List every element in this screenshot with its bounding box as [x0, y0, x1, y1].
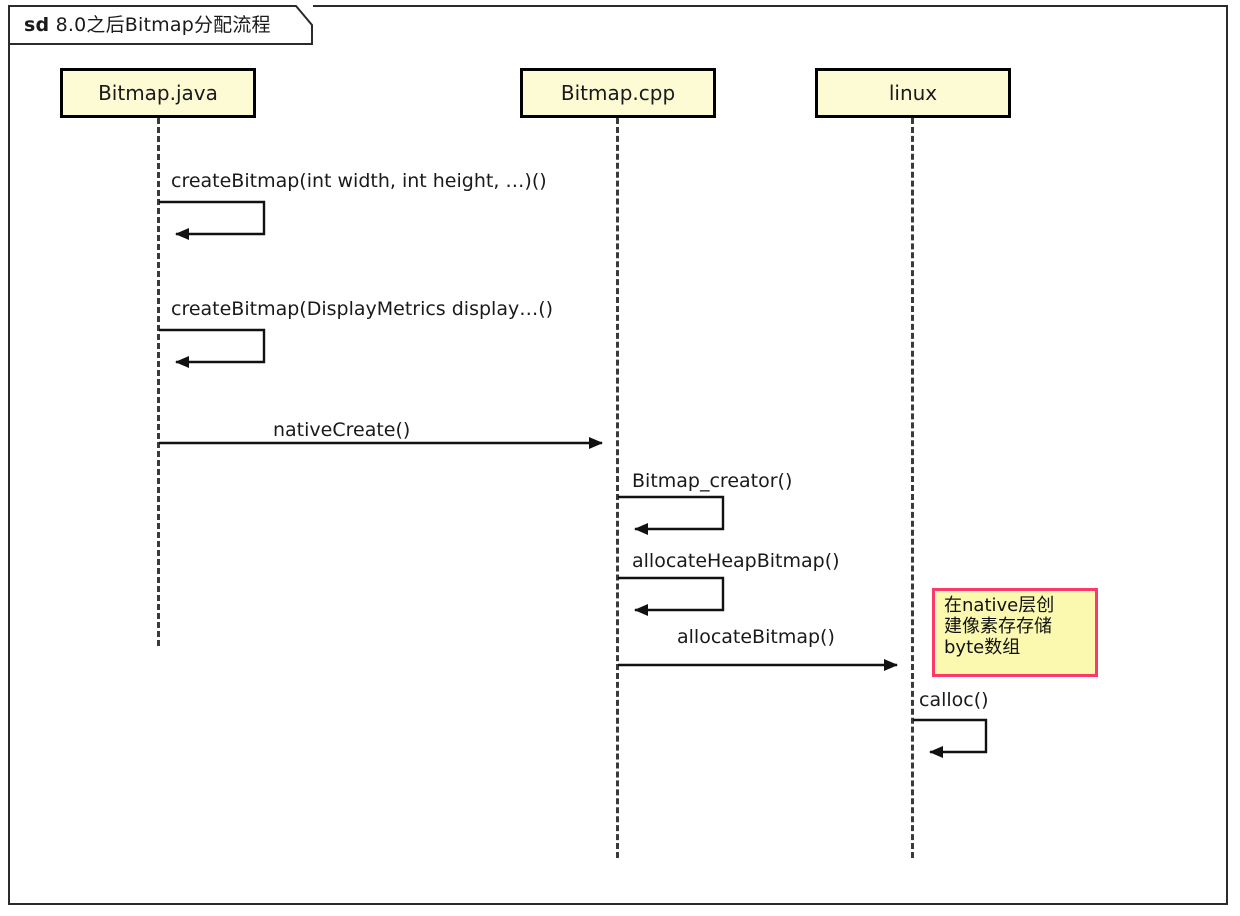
lifeline-label: linux — [888, 81, 938, 105]
frame-title-tab: sd 8.0之后Bitmap分配流程 — [8, 5, 313, 45]
title-tab-shape — [8, 5, 313, 45]
title-label: 8.0之后Bitmap分配流程 — [55, 14, 271, 36]
message-label-native-create: nativeCreate() — [273, 419, 411, 441]
lifeline-stem-bitmap-java — [157, 118, 160, 646]
lifeline-head-bitmap-java[interactable]: Bitmap.java — [60, 68, 256, 118]
message-label-allocate-heap-bitmap: allocateHeapBitmap() — [632, 550, 840, 572]
lifeline-stem-linux — [911, 118, 914, 858]
lifeline-stem-bitmap-cpp — [616, 118, 619, 858]
title-keyword: sd — [24, 14, 50, 36]
message-label-calloc: calloc() — [919, 689, 989, 711]
lifeline-label: Bitmap.java — [98, 81, 218, 105]
lifeline-head-bitmap-cpp[interactable]: Bitmap.cpp — [520, 68, 716, 118]
message-label-allocate-bitmap: allocateBitmap() — [677, 626, 835, 648]
lifeline-label: Bitmap.cpp — [560, 81, 676, 105]
note-native-allocation: 在native层创 建像素存存储 byte数组 — [932, 588, 1098, 677]
page-title: sd 8.0之后Bitmap分配流程 — [24, 5, 271, 45]
lifeline-head-linux[interactable]: linux — [815, 68, 1011, 118]
message-label-bitmap-creator: Bitmap_creator() — [632, 470, 793, 492]
message-label-create-bitmap-int: createBitmap(int width, int height, …)() — [171, 170, 547, 192]
message-label-create-bitmap-displaymetrics: createBitmap(DisplayMetrics display…() — [171, 298, 554, 320]
